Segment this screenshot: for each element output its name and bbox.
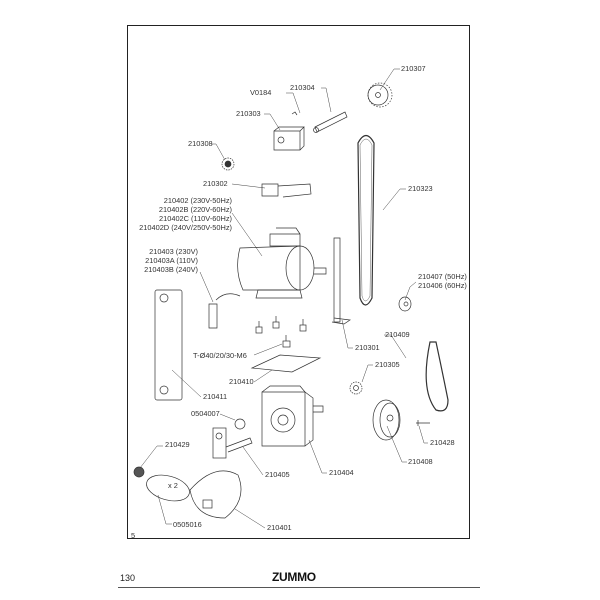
pulley-210408	[372, 399, 401, 441]
cam-210401	[189, 470, 242, 519]
label-210407: 210407 (50Hz) 210406 (60Hz)	[418, 272, 467, 290]
label-line: 210403 (230V)	[149, 247, 198, 256]
label-210408: 210408	[408, 457, 433, 466]
diagram-frame	[127, 25, 470, 539]
block-210303	[273, 126, 305, 151]
label-210404: 210404	[329, 468, 354, 477]
label-210303: 210303	[236, 109, 261, 118]
gearbox-210404	[261, 385, 324, 447]
label-line: 210402C (110V-60Hz)	[159, 214, 232, 223]
label-210410: 210410	[229, 377, 254, 386]
gear-210308	[221, 157, 235, 171]
label-line: 210402 (230V-50Hz)	[163, 196, 232, 205]
label-210301: 210301	[355, 343, 380, 352]
sprocket-210307	[367, 82, 393, 108]
label-0505016: 0505016	[173, 520, 202, 529]
belt-210409	[425, 341, 449, 412]
disc-0504007	[234, 418, 246, 430]
label-line: 210402B (220V-60Hz)	[158, 205, 232, 214]
label-v0184: V0184	[250, 88, 272, 97]
quantity-note: x 2	[168, 481, 178, 490]
leader-lines	[139, 68, 428, 529]
label-line: 210402D (240V/250V-50Hz)	[139, 223, 232, 232]
knob-210429	[133, 466, 145, 478]
ring-0505016	[146, 474, 190, 502]
brand-logo: ZUMMO	[272, 570, 316, 584]
motor-210402	[237, 227, 327, 299]
label-210304: 210304	[290, 83, 315, 92]
label-210323: 210323	[408, 184, 433, 193]
label-line: 210403B (240V)	[144, 265, 198, 274]
label-210428: 210428	[430, 438, 455, 447]
label-210308: 210308	[188, 139, 213, 148]
pin-v0184	[291, 111, 298, 116]
label-210305: 210305	[375, 360, 400, 369]
label-210307: 210307	[401, 64, 426, 73]
footer-divider	[118, 587, 480, 588]
label-210411: 210411	[203, 392, 228, 401]
label-t-m6: T-Ø40/20/30-M6	[193, 351, 247, 360]
capacitor-210403	[208, 293, 241, 329]
bracket-210302	[261, 183, 312, 198]
label-line: 210403A (110V)	[145, 256, 198, 265]
label-210409: 210409	[385, 330, 410, 339]
figure-number: 5	[131, 531, 136, 540]
label-210401: 210401	[267, 523, 292, 532]
label-210302: 210302	[203, 179, 228, 188]
label-0504007: 0504007	[191, 409, 220, 418]
label-210405: 210405	[265, 470, 290, 479]
pulley-210407	[398, 296, 412, 312]
bolt-210428	[416, 420, 430, 426]
label-210403: 210403 (230V) 210403A (110V) 210403B (24…	[144, 247, 198, 274]
arm-210411	[154, 289, 183, 401]
plate-210410	[250, 354, 322, 373]
label-line: 210406 (60Hz)	[418, 281, 467, 290]
mounts-t-m6	[255, 316, 307, 348]
belt-210323	[357, 134, 375, 306]
strap-210301	[331, 237, 351, 325]
label-210402: 210402 (230V-50Hz) 210402B (220V-60Hz) 2…	[139, 196, 232, 232]
label-210429: 210429	[165, 440, 190, 449]
page-number: 130	[120, 573, 136, 583]
shaft-210304	[313, 111, 348, 133]
label-line: 210407 (50Hz)	[418, 272, 467, 281]
lever-210405	[212, 427, 253, 459]
gear-210305	[349, 381, 363, 395]
